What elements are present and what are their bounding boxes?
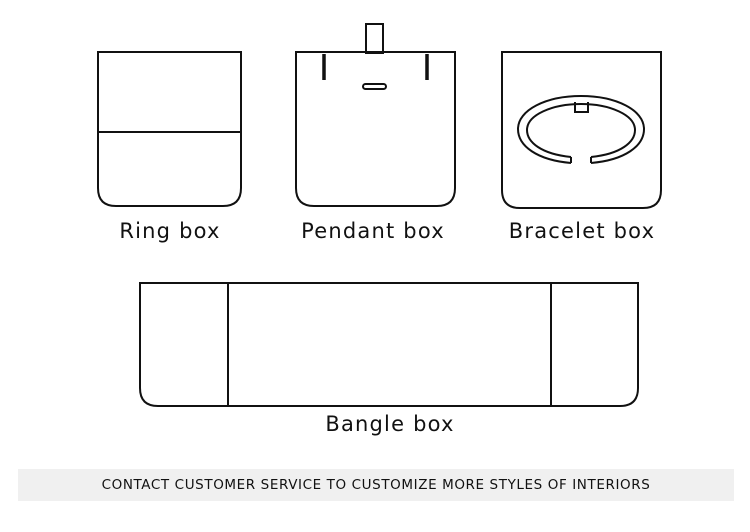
ring-box-outline <box>97 51 242 207</box>
pendant-box-outline <box>295 51 456 207</box>
bangle-box-outline <box>139 282 639 407</box>
bracelet-outer-ring <box>516 94 646 164</box>
pendant-box-drawing <box>295 23 456 207</box>
ring-box-drawing <box>97 51 242 207</box>
pendant-hanger-tab <box>365 23 384 54</box>
contact-banner-text: CONTACT CUSTOMER SERVICE TO CUSTOMIZE MO… <box>101 477 651 493</box>
bracelet-inner-ring <box>525 102 637 158</box>
bangle-box-drawing <box>139 282 639 407</box>
contact-banner: CONTACT CUSTOMER SERVICE TO CUSTOMIZE MO… <box>18 469 734 501</box>
bracelet-box-drawing <box>501 51 662 209</box>
bracelet-box-label: Bracelet box <box>508 219 656 243</box>
pendant-center-slot <box>362 83 387 90</box>
ring-box-label: Ring box <box>119 219 221 243</box>
bracelet-top-notch <box>574 102 589 113</box>
pendant-box-label: Pendant box <box>301 219 445 243</box>
bracelet-box-outline <box>501 51 662 209</box>
bangle-box-label: Bangle box <box>325 412 455 436</box>
